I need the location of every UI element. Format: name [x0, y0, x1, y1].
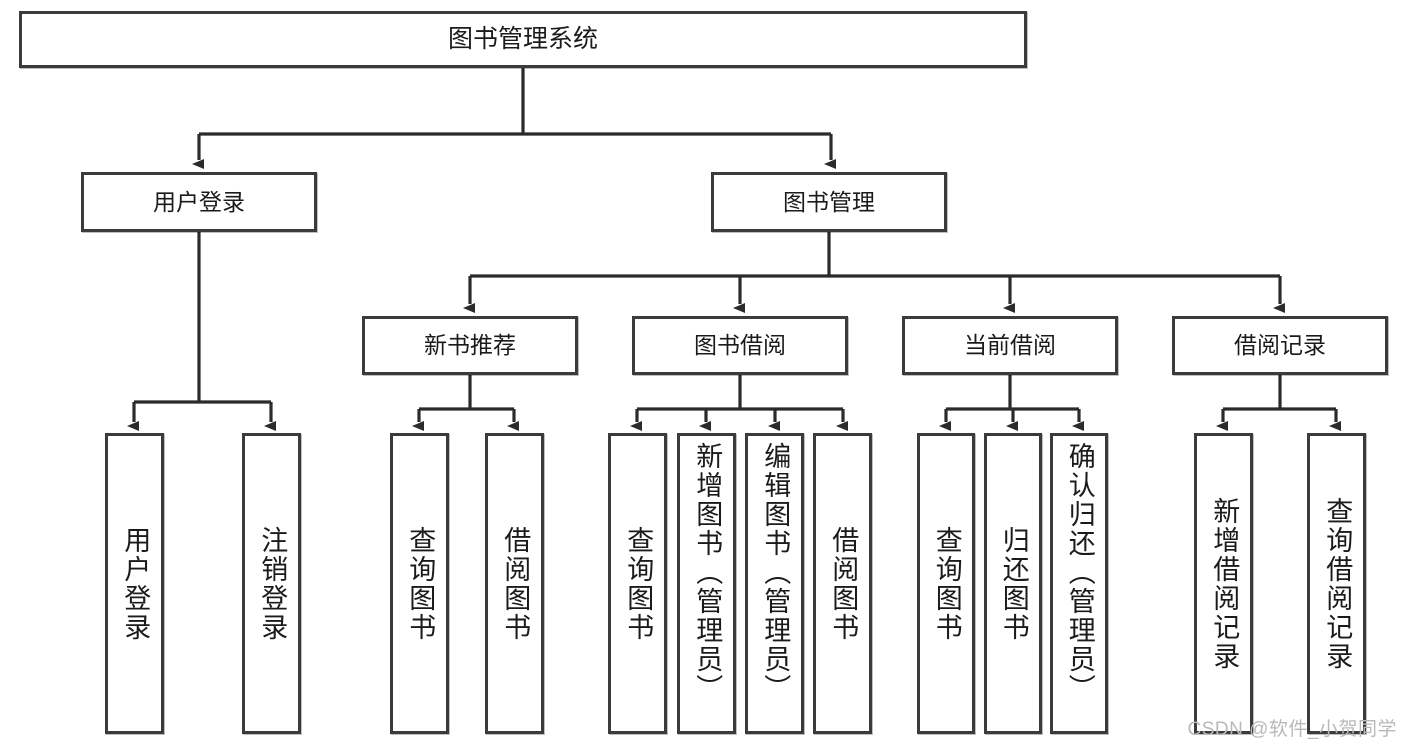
leaf-add-borrow-record-label: 新增借阅记录: [1209, 496, 1240, 671]
leaf-borrow-book-recommend[interactable]: 借阅图书: [485, 433, 544, 734]
node-borrow-record[interactable]: 借阅记录: [1172, 316, 1388, 375]
leaf-user-logout-label: 注销登录: [257, 525, 288, 642]
leaf-borrow-book-label: 借阅图书: [828, 525, 859, 642]
leaf-query-book-current-label: 查询图书: [931, 525, 962, 642]
leaf-add-borrow-record[interactable]: 新增借阅记录: [1194, 433, 1253, 734]
leaf-query-book-current[interactable]: 查询图书: [917, 433, 975, 734]
leaf-return-book[interactable]: 归还图书: [984, 433, 1042, 734]
leaf-user-login-label: 用户登录: [120, 525, 151, 642]
leaf-borrow-book-recommend-label: 借阅图书: [500, 525, 531, 642]
leaf-add-book-admin[interactable]: 新增图书（管理员）: [677, 433, 736, 734]
node-borrow-record-label: 借阅记录: [1234, 332, 1326, 359]
node-new-book-recommend[interactable]: 新书推荐: [362, 316, 578, 375]
node-new-book-recommend-label: 新书推荐: [424, 332, 516, 359]
leaf-user-login[interactable]: 用户登录: [105, 433, 164, 734]
node-book-borrow[interactable]: 图书借阅: [632, 316, 848, 375]
leaf-edit-book-admin-label: 编辑图书（管理员）: [760, 442, 791, 703]
leaf-query-book-borrow-label: 查询图书: [623, 525, 654, 642]
leaf-borrow-book[interactable]: 借阅图书: [813, 433, 872, 734]
leaf-edit-book-admin[interactable]: 编辑图书（管理员）: [745, 433, 804, 734]
node-current-borrow-label: 当前借阅: [964, 332, 1056, 359]
leaf-query-borrow-record-label: 查询借阅记录: [1322, 496, 1353, 671]
node-user-login[interactable]: 用户登录: [81, 172, 317, 232]
leaf-user-logout[interactable]: 注销登录: [242, 433, 301, 734]
leaf-query-book-recommend-label: 查询图书: [405, 525, 436, 642]
leaf-query-borrow-record[interactable]: 查询借阅记录: [1307, 433, 1366, 734]
node-user-login-label: 用户登录: [153, 188, 245, 215]
leaf-add-book-admin-label: 新增图书（管理员）: [692, 442, 723, 703]
leaf-query-book-recommend[interactable]: 查询图书: [390, 433, 449, 734]
leaf-confirm-return-admin-label: 确认归还（管理员）: [1064, 442, 1095, 703]
node-root[interactable]: 图书管理系统: [19, 11, 1027, 68]
node-root-label: 图书管理系统: [447, 24, 598, 53]
node-book-management[interactable]: 图书管理: [711, 172, 947, 232]
node-book-management-label: 图书管理: [783, 188, 875, 215]
leaf-query-book-borrow[interactable]: 查询图书: [608, 433, 667, 734]
node-book-borrow-label: 图书借阅: [694, 332, 786, 359]
leaf-return-book-label: 归还图书: [998, 525, 1029, 642]
node-current-borrow[interactable]: 当前借阅: [902, 316, 1118, 375]
leaf-confirm-return-admin[interactable]: 确认归还（管理员）: [1050, 433, 1108, 734]
